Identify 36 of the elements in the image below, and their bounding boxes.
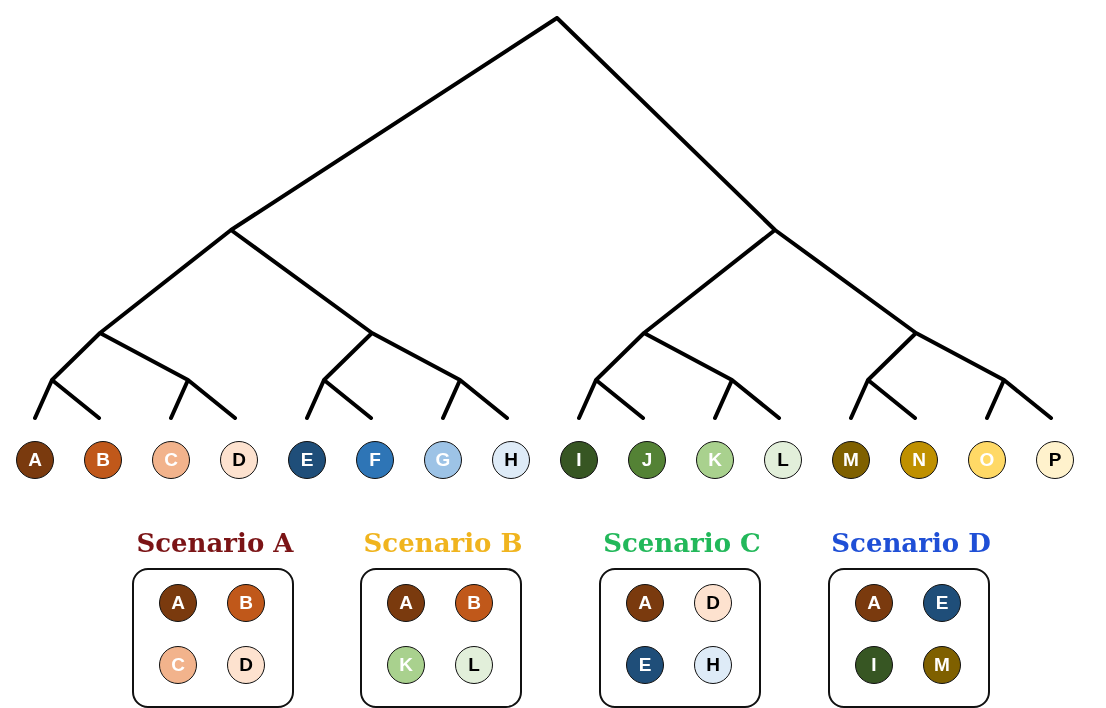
letter-circle: A [16,441,54,479]
letter-circle: M [923,646,961,684]
letter-circle: C [152,441,190,479]
letter-circle: M [832,441,870,479]
letter-circle: B [455,584,493,622]
scenario-heading: Scenario A [135,528,295,558]
letter-circle: P [1036,441,1074,479]
letter-circle: D [694,584,732,622]
letter-circle: C [159,646,197,684]
letter-circle: A [159,584,197,622]
scenario-heading: Scenario D [830,528,992,558]
letter-circle: N [900,441,938,479]
letter-circle: B [227,584,265,622]
letter-circle: J [628,441,666,479]
scenario-heading: Scenario C [602,528,762,558]
letter-circle: E [288,441,326,479]
letter-circle: O [968,441,1006,479]
letter-circle: K [696,441,734,479]
letter-circle: G [424,441,462,479]
letter-circle: L [764,441,802,479]
letter-circle: F [356,441,394,479]
letter-circle: E [626,646,664,684]
letter-circle: D [220,441,258,479]
letter-circle: H [492,441,530,479]
letter-circle: I [560,441,598,479]
letter-circle: B [84,441,122,479]
letter-circle: E [923,584,961,622]
letter-circle: D [227,646,265,684]
letter-circle: A [855,584,893,622]
letter-circle: L [455,646,493,684]
letter-circle: I [855,646,893,684]
letter-circle: H [694,646,732,684]
letter-circle: K [387,646,425,684]
letter-circle: A [387,584,425,622]
scenario-heading: Scenario B [362,528,524,558]
letter-circle: A [626,584,664,622]
